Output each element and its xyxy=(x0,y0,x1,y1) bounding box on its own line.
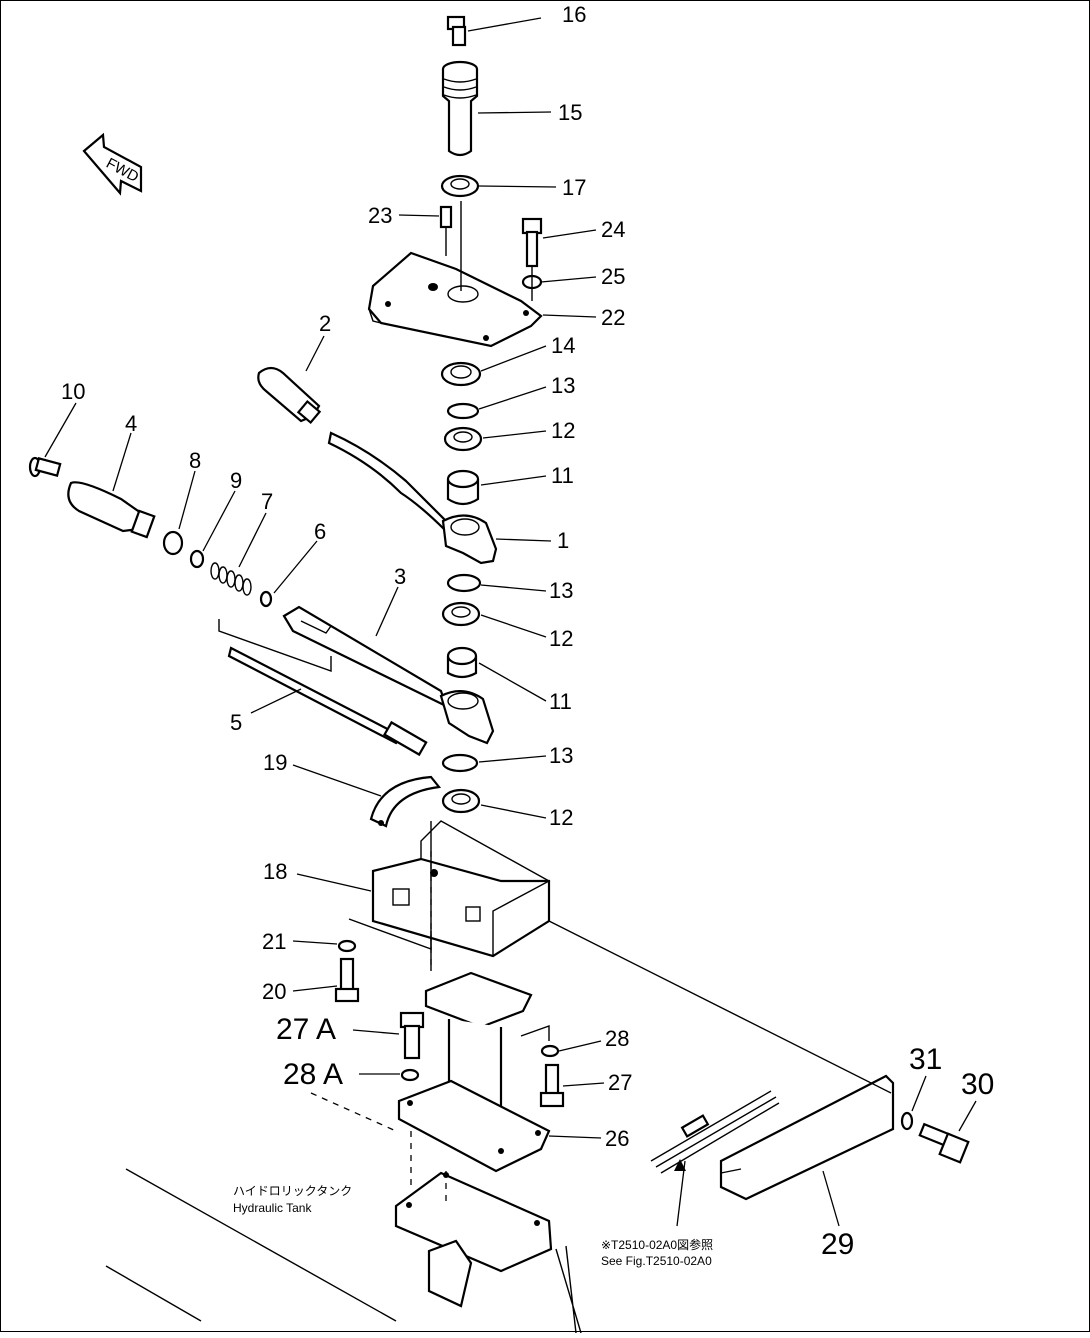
part-12-seal-lower xyxy=(441,788,481,814)
callout-2: 2 xyxy=(319,311,331,336)
part-18-bracket xyxy=(371,820,551,958)
part-8-nut xyxy=(162,530,184,556)
callout-13-lower: 13 xyxy=(549,743,573,768)
callout-29: 29 xyxy=(821,1228,854,1261)
part-5-rod xyxy=(218,619,428,757)
callout-labels: 16 15 17 23 24 25 22 2 14 13 12 11 1 10 … xyxy=(61,2,994,1261)
part-1-lever xyxy=(327,431,498,565)
part-22-plate xyxy=(367,251,543,348)
callout-25: 25 xyxy=(601,264,625,289)
part-13-oring-lower xyxy=(441,753,479,773)
callout-27: 27 xyxy=(608,1070,632,1095)
part-3-lever xyxy=(282,605,495,745)
fwd-arrow-icon: FWD xyxy=(82,132,143,196)
callout-13-upper: 13 xyxy=(551,373,575,398)
part-15-shaft xyxy=(441,60,479,157)
callout-7: 7 xyxy=(261,489,273,514)
callout-11-middle: 11 xyxy=(549,689,572,714)
callout-14: 14 xyxy=(551,333,575,358)
reference-note-en: See Fig.T2510-02A0 xyxy=(601,1254,712,1268)
part-31-snap-ring xyxy=(900,1111,914,1131)
part-20-bolt xyxy=(334,957,360,1003)
part-28a-washer xyxy=(400,1068,420,1082)
part-7-spring xyxy=(210,562,252,596)
callout-18: 18 xyxy=(263,859,287,884)
callout-21: 21 xyxy=(262,929,286,954)
part-29-bracket xyxy=(719,1074,895,1201)
part-30-bolt xyxy=(918,1122,970,1164)
assembly-axes xyxy=(310,201,892,1201)
part-17-seal xyxy=(440,174,480,198)
callout-4: 4 xyxy=(125,411,137,436)
callout-9: 9 xyxy=(230,468,242,493)
reference-note-jp: ※T2510-02A0図参照 xyxy=(601,1237,713,1252)
part-28-washer xyxy=(540,1044,560,1058)
callout-10: 10 xyxy=(61,379,85,404)
part-4-handle xyxy=(67,481,156,539)
part-10-pin xyxy=(28,456,62,478)
callout-20: 20 xyxy=(262,979,286,1004)
callout-12-lower: 12 xyxy=(549,805,573,830)
callout-26: 26 xyxy=(605,1126,629,1151)
part-21-washer xyxy=(337,939,357,953)
callout-17: 17 xyxy=(562,175,586,200)
notes: ハイドロリックタンク Hydraulic Tank ※T2510-02A0図参照… xyxy=(233,1184,713,1268)
callout-23: 23 xyxy=(368,203,392,228)
callout-27a: 27 A xyxy=(276,1013,336,1046)
callout-13-middle: 13 xyxy=(549,578,573,603)
part-11-bushing-middle xyxy=(446,646,478,679)
callout-30: 30 xyxy=(961,1068,994,1101)
part-13-oring-middle xyxy=(446,573,482,593)
hydraulic-tank xyxy=(105,1168,582,1334)
part-2-knob xyxy=(257,366,322,425)
part-24-bolt xyxy=(521,217,543,268)
part-12-seal-upper xyxy=(443,426,483,452)
part-16-grease-fitting xyxy=(446,15,467,47)
callout-8: 8 xyxy=(189,448,201,473)
callout-12-upper: 12 xyxy=(551,418,575,443)
callout-3: 3 xyxy=(394,564,406,589)
part-12-seal-middle xyxy=(441,601,481,627)
callout-28a: 28 A xyxy=(283,1058,343,1091)
part-11-bushing-upper xyxy=(446,469,480,506)
reference-arrow-icon xyxy=(674,1159,686,1171)
part-27a-bolt xyxy=(399,1011,425,1060)
callout-28: 28 xyxy=(605,1026,629,1051)
part-27-bolt xyxy=(539,1063,565,1108)
callout-11-upper: 11 xyxy=(551,463,574,488)
callout-31: 31 xyxy=(909,1043,942,1076)
callout-15: 15 xyxy=(558,100,582,125)
tank-label-jp: ハイドロリックタンク xyxy=(233,1184,352,1198)
leader-lines xyxy=(44,17,977,1227)
callout-24: 24 xyxy=(601,217,625,242)
callout-6: 6 xyxy=(314,519,326,544)
part-14-bearing xyxy=(440,361,482,387)
tank-label-en: Hydraulic Tank xyxy=(233,1201,312,1215)
part-6-collar xyxy=(259,590,273,608)
part-23-pin xyxy=(439,205,453,229)
part-13-oring-upper xyxy=(446,402,480,420)
callout-5: 5 xyxy=(230,710,242,735)
callout-1: 1 xyxy=(557,528,569,553)
callout-16: 16 xyxy=(562,2,586,27)
callout-22: 22 xyxy=(601,305,625,330)
part-9-washer xyxy=(189,549,205,569)
part-26-stand xyxy=(397,971,551,1173)
callout-19: 19 xyxy=(263,750,287,775)
part-19-guide xyxy=(369,775,442,828)
callout-12-middle: 12 xyxy=(549,626,573,651)
